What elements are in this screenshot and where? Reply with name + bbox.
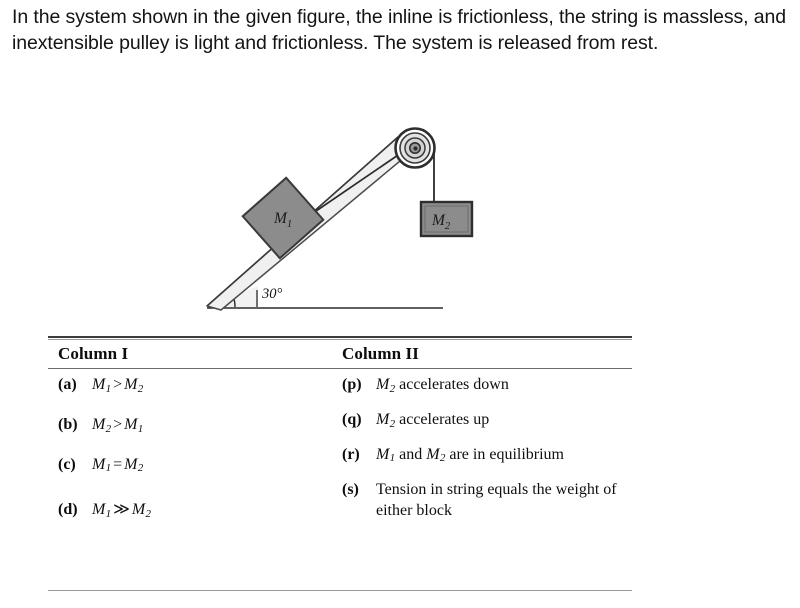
math-subscript: 2 [145, 508, 152, 520]
item-text: M2>M1 [92, 415, 144, 435]
item-text: M2 accelerates down [376, 376, 509, 395]
item-text: M1>M2 [92, 376, 144, 395]
math-subscript: 1 [137, 422, 144, 435]
list-item[interactable]: (c) M1=M2 [58, 454, 338, 480]
math-var: M [92, 376, 106, 393]
column-2-body: (p) M2 accelerates down (q) M2 accelerat… [342, 374, 632, 530]
item-text: M1 and M2 are in equilibrium [376, 445, 564, 465]
item-text: M1≫M2 [92, 501, 152, 520]
item-tag: (r) [342, 445, 360, 463]
question-statement: In the system shown in the given figure,… [12, 6, 787, 54]
math-subscript: 2 [137, 382, 144, 395]
math-subscript: 2 [389, 417, 396, 430]
pulley-axle [413, 146, 418, 151]
math-subscript: 2 [137, 462, 144, 475]
physics-figure: 30° M1 M2 [0, 106, 800, 331]
item-tag: (q) [342, 410, 362, 428]
math-var: M [92, 455, 106, 473]
item-description: and [395, 445, 427, 463]
math-operator: > [113, 415, 123, 433]
math-operator: > [113, 376, 123, 393]
table-top-rule-thick [48, 336, 632, 338]
list-item[interactable]: (d) M1≫M2 [58, 499, 338, 525]
item-text: Tension in string equals the weight of e… [376, 481, 617, 520]
block-m1 [241, 176, 325, 260]
item-tag: (a) [58, 376, 77, 393]
match-the-columns-table: Column I Column II (a) M1>M2 (b) M2>M1 (… [48, 336, 632, 594]
math-subscript: 2 [439, 452, 446, 465]
column-1-header: Column I [58, 344, 129, 363]
column-1-body: (a) M1>M2 (b) M2>M1 (c) M1=M2 (d) M1≫M2 [58, 374, 338, 539]
item-description: accelerates up [395, 410, 490, 428]
list-item[interactable]: (r) M1 and M2 are in equilibrium [342, 444, 632, 470]
item-description-2: are in equilibrium [445, 445, 564, 463]
math-var: M [376, 410, 390, 428]
list-item[interactable]: (q) M2 accelerates up [342, 409, 632, 435]
math-var: M [92, 415, 106, 433]
list-item[interactable]: (p) M2 accelerates down [342, 374, 632, 400]
math-var: M [124, 455, 138, 473]
list-item[interactable]: (b) M2>M1 [58, 414, 338, 440]
math-subscript: 1 [105, 508, 112, 520]
block-m2-inner-outline [424, 205, 469, 233]
table-top-rule-thin [48, 339, 632, 340]
pulley [394, 127, 436, 169]
math-subscript: 2 [389, 382, 396, 395]
math-var: M [131, 501, 146, 519]
math-var: M [376, 376, 390, 393]
block-m2-label-subscript: 2 [445, 221, 451, 232]
angle-label: 30° [261, 286, 283, 302]
list-item[interactable]: (s) Tension in string equals the weight … [342, 479, 632, 521]
math-subscript: 2 [105, 422, 112, 435]
math-var: M [124, 415, 138, 433]
string-on-incline [299, 150, 405, 223]
math-var: M [426, 445, 440, 463]
math-operator: = [113, 455, 123, 473]
item-tag: (d) [58, 501, 78, 519]
math-subscript: 1 [389, 452, 396, 465]
table-header-rule [48, 368, 632, 369]
list-item[interactable]: (a) M1>M2 [58, 374, 338, 400]
item-tag: (c) [58, 455, 76, 473]
math-var: M [92, 501, 106, 519]
column-2-header: Column II [342, 344, 419, 363]
math-var: M [124, 376, 138, 393]
math-operator: ≫ [113, 501, 130, 519]
table-bottom-rule [48, 590, 632, 591]
block-m1-body [241, 176, 325, 260]
math-subscript: 1 [105, 462, 112, 475]
item-tag: (b) [58, 415, 78, 433]
item-tag: (p) [342, 376, 362, 393]
math-subscript: 1 [105, 382, 112, 395]
block-m2-body [419, 200, 474, 238]
block-m1-label-subscript: 1 [287, 219, 292, 230]
inclined-plane-pulley-diagram: 30° M1 M2 [206, 127, 474, 311]
item-text: M2 accelerates up [376, 410, 490, 430]
math-var: M [376, 445, 390, 463]
item-description: accelerates down [395, 376, 509, 393]
item-tag: (s) [342, 481, 359, 499]
item-text: M1=M2 [92, 455, 144, 475]
